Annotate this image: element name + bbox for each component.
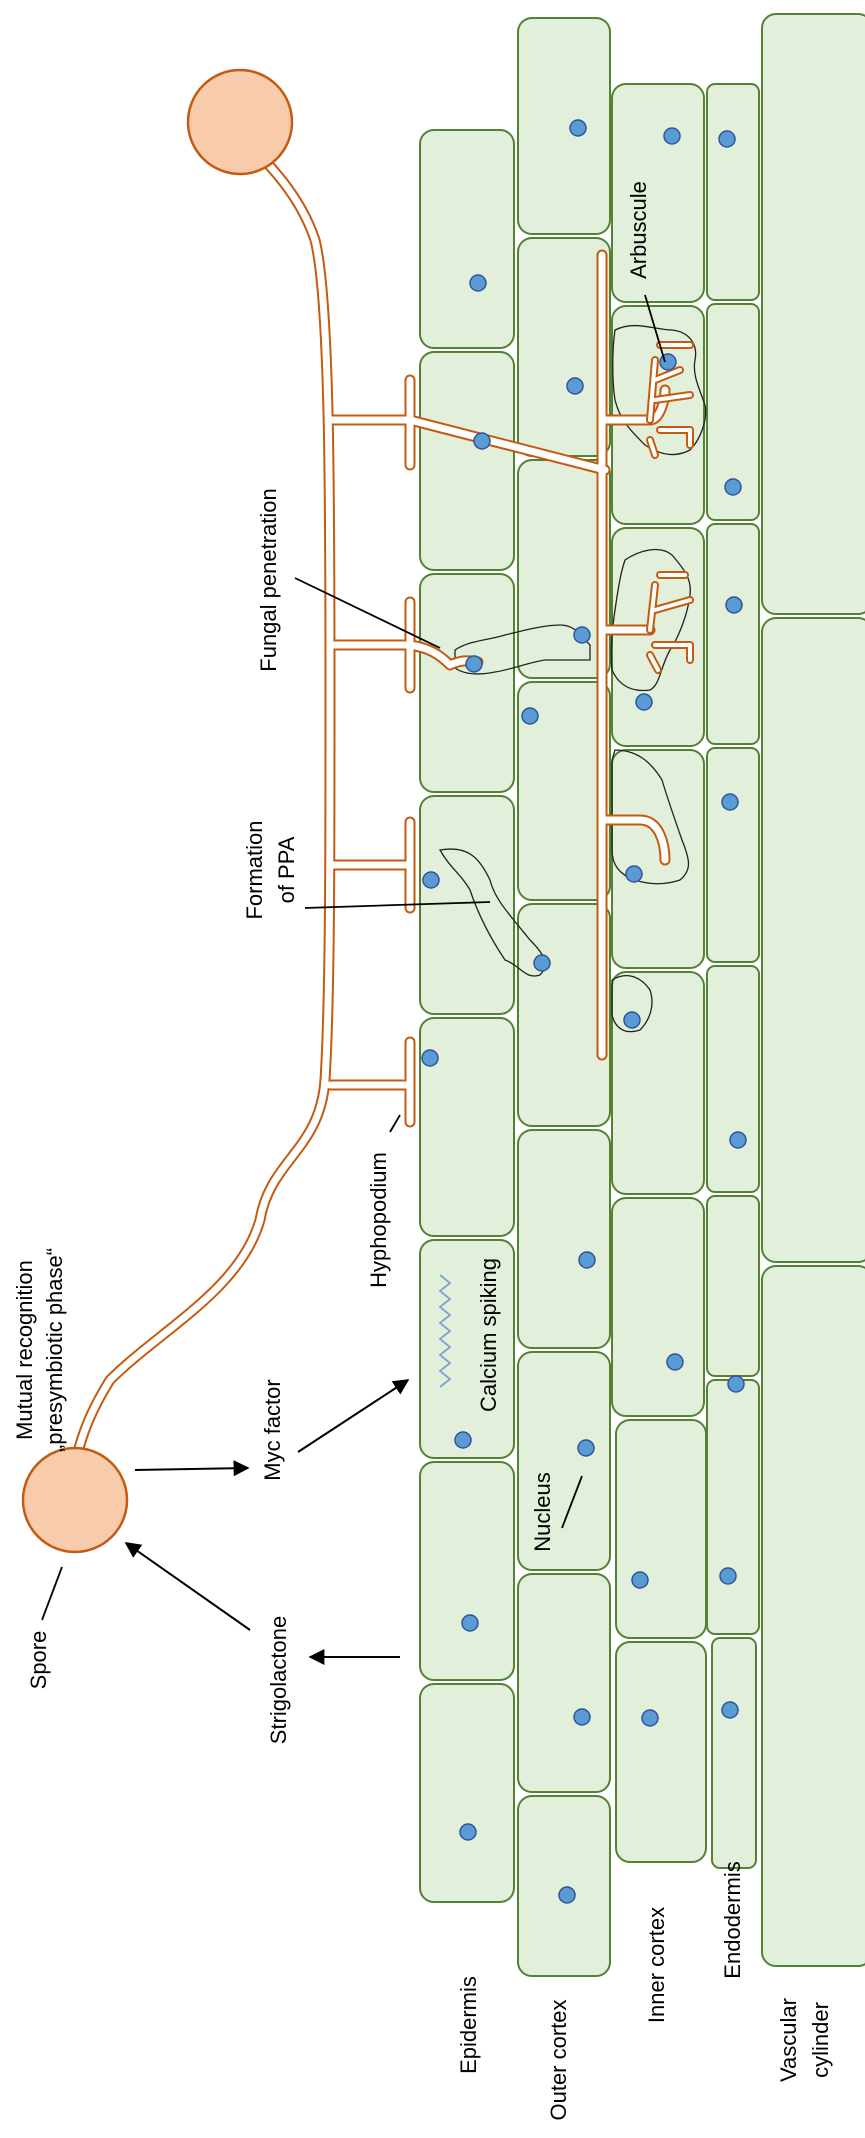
vascular-layer-label: Vascular <box>776 1998 801 2082</box>
outer-cortex-cell <box>518 460 610 678</box>
nucleus-icon <box>574 627 590 643</box>
endodermis-cell <box>707 966 759 1192</box>
nucleus-label: Nucleus <box>530 1472 555 1551</box>
inner-cortex-cell <box>612 972 704 1194</box>
nucleus-icon <box>466 656 482 672</box>
nucleus-icon <box>455 1432 471 1448</box>
endodermis-cell <box>707 84 759 300</box>
nucleus-icon <box>559 1887 575 1903</box>
nucleus-icon <box>667 1354 683 1370</box>
nucleus-icon <box>730 1132 746 1148</box>
epidermis-cell <box>420 1462 514 1680</box>
nucleus-icon <box>726 597 742 613</box>
endodermis-layer-label: Endodermis <box>720 1861 745 1978</box>
outer-cortex-cell <box>518 18 610 234</box>
mutual-recognition-label: Mutual recognition <box>12 1260 37 1440</box>
outer-cortex-cells <box>518 18 610 1976</box>
inner-cortex-cell <box>612 1198 704 1416</box>
fungal-penetration-leader <box>295 578 440 648</box>
nucleus-icon <box>534 955 550 971</box>
fungal-penetration-label: Fungal penetration <box>256 488 281 671</box>
nucleus-icon <box>578 1440 594 1456</box>
endodermis-cell <box>707 1196 759 1376</box>
arbuscule-label: Arbuscule <box>626 181 651 279</box>
inner-cortex-cells <box>612 84 706 1862</box>
epidermis-layer-label: Epidermis <box>456 1976 481 2074</box>
nucleus-icon <box>567 378 583 394</box>
nucleus-icon <box>632 1572 648 1588</box>
nucleus-icon <box>720 1568 736 1584</box>
inner-cortex-cell <box>616 1420 706 1638</box>
outer-cortex-cell <box>518 1796 610 1976</box>
strigolactone-to-spore-arrow <box>126 1543 250 1630</box>
endodermis-cell <box>707 1380 759 1634</box>
calcium-spiking-label: Calcium spiking <box>476 1258 501 1412</box>
inner-cortex-cell <box>616 1642 706 1862</box>
nucleus-icon <box>722 1702 738 1718</box>
nucleus-icon <box>423 872 439 888</box>
epidermis-cell <box>420 130 514 348</box>
nucleus-icon <box>722 794 738 810</box>
hyphopodium-label: Hyphopodium <box>366 1152 391 1288</box>
vascular-cell <box>762 14 865 614</box>
nucleus-icon <box>474 433 490 449</box>
outer-cortex-cell <box>518 904 610 1126</box>
epidermis-cell <box>420 796 514 1014</box>
cylinder-layer-label: cylinder <box>808 2002 833 2078</box>
nucleus-icon <box>664 128 680 144</box>
outer-cortex-layer-label: Outer cortex <box>546 1999 571 2120</box>
nucleus-icon <box>725 479 741 495</box>
epidermis-cell <box>420 574 514 792</box>
outer-cortex-cell <box>518 238 610 456</box>
nucleus-icon <box>574 1709 590 1725</box>
endodermis-cell <box>712 1638 756 1868</box>
spore-label: Spore <box>26 1631 51 1690</box>
nucleus-icon <box>626 866 642 882</box>
formation-label: Formation <box>242 820 267 919</box>
nucleus-icon <box>522 708 538 724</box>
nucleus-icon <box>462 1615 478 1631</box>
hyphopodium-leader <box>390 1115 400 1132</box>
endodermis-cell <box>707 524 759 744</box>
nucleus-icon <box>422 1050 438 1066</box>
epidermis-cells <box>420 130 514 1902</box>
nucleus-icon <box>642 1710 658 1726</box>
myc-factor-arrow <box>135 1468 248 1470</box>
myc-factor-label: Myc factor <box>260 1379 285 1480</box>
nucleus-icon <box>636 694 652 710</box>
outer-cortex-cell <box>518 1130 610 1348</box>
vascular-cell <box>762 1266 865 1966</box>
myc-factor-to-epidermis-arrow <box>298 1380 408 1452</box>
nucleus-icon <box>570 120 586 136</box>
nucleus-icon <box>579 1252 595 1268</box>
strigolactone-label: Strigolactone <box>266 1616 291 1744</box>
spore-leader <box>42 1567 62 1620</box>
nucleus-icon <box>460 1824 476 1840</box>
nucleus-icon <box>470 275 486 291</box>
spore-bottom <box>23 1448 127 1552</box>
epidermis-cell <box>420 1684 514 1902</box>
vascular-cylinder <box>762 14 865 1966</box>
spore-top <box>188 70 292 174</box>
endodermis-cell <box>707 748 759 962</box>
nucleus-icon <box>728 1376 744 1392</box>
endodermis-cells <box>707 84 759 1868</box>
epidermis-cell <box>420 352 514 570</box>
inner-cortex-cell <box>612 528 704 746</box>
outer-cortex-cell <box>518 1574 610 1792</box>
of-ppa-label: of PPA <box>274 836 299 903</box>
presymbiotic-phase-label: „presymbiotic phase“ <box>42 1248 67 1452</box>
vascular-cell <box>762 618 865 1262</box>
nucleus-icon <box>624 1012 640 1028</box>
inner-cortex-layer-label: Inner cortex <box>644 1907 669 2023</box>
inner-cortex-cell <box>612 750 704 968</box>
nucleus-icon <box>719 131 735 147</box>
